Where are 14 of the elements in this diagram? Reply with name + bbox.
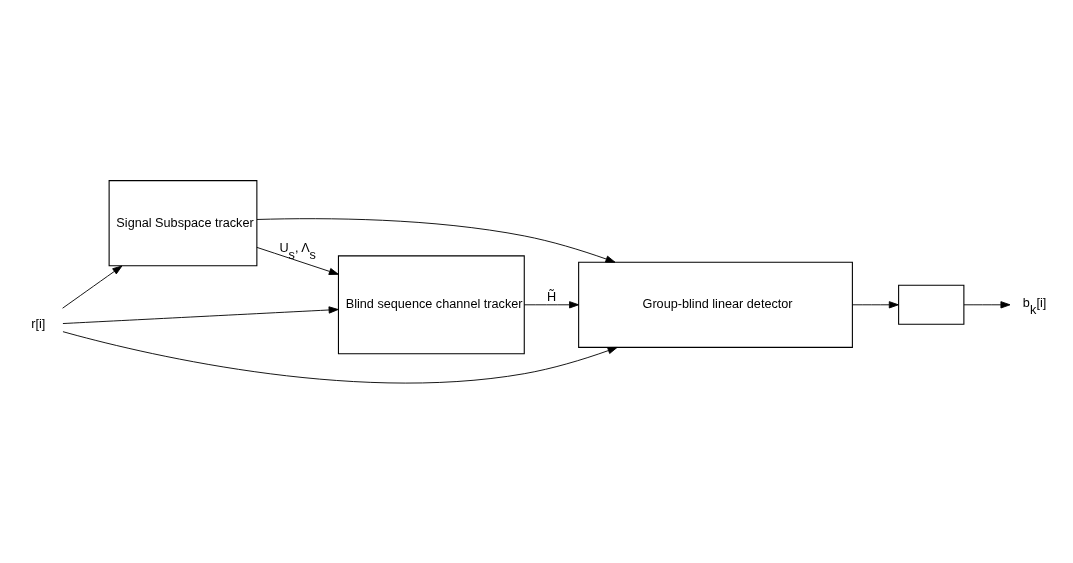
node-text: r[i]: [31, 316, 46, 331]
edge-label: H̃: [546, 289, 557, 304]
arrow: [963, 300, 1011, 308]
node-box: Blind sequence channel tracker: [337, 254, 525, 354]
arrow: [852, 300, 899, 308]
arrow: [523, 300, 580, 308]
node-box: Group-blind linear detector: [578, 261, 853, 348]
node-box: [898, 284, 965, 325]
node-box: Signal Subspace tracker: [108, 179, 258, 266]
arrow: [62, 265, 123, 309]
arrow: [256, 217, 616, 263]
arrow: [256, 246, 339, 275]
arrow: [62, 305, 339, 324]
arrow: [62, 330, 618, 383]
